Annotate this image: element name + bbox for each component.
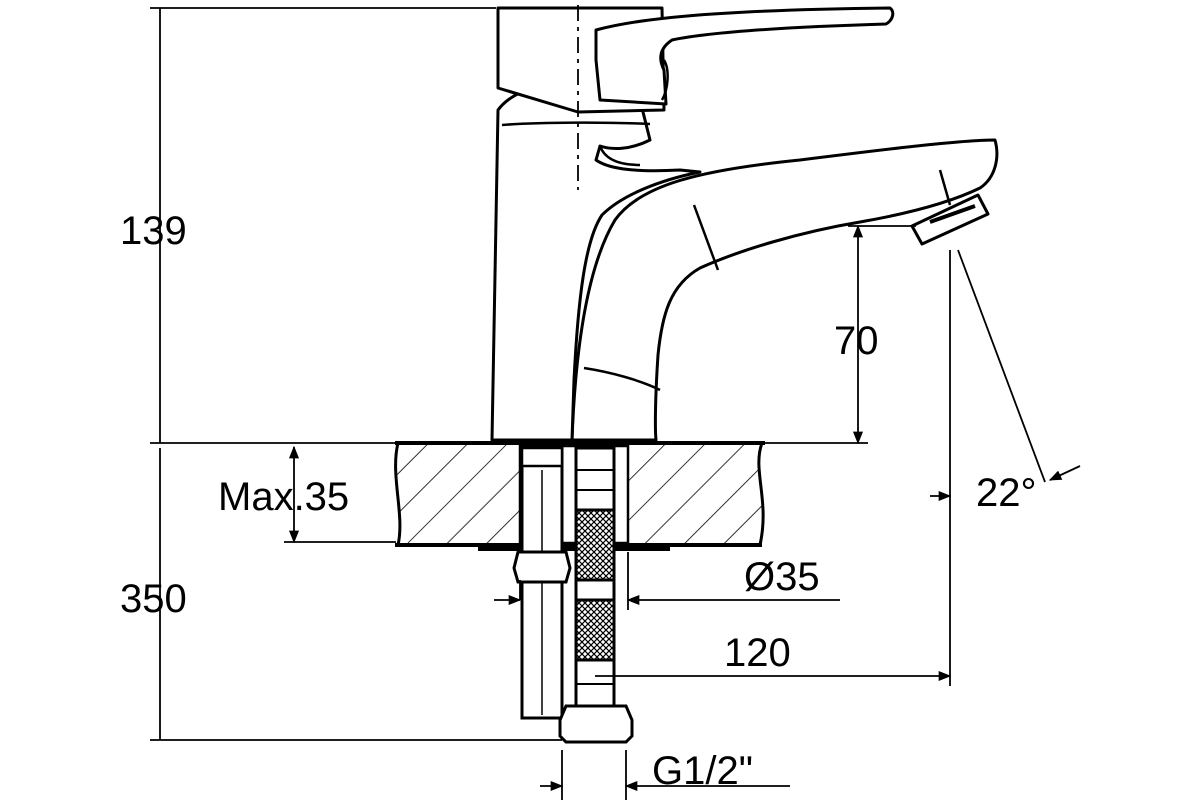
label-connection: G1/2" [652,749,753,793]
handle-lever [594,6,895,106]
label-hose-length: 350 [120,577,187,621]
faucet-body [490,6,999,442]
label-hole-diameter: Ø35 [744,555,820,599]
label-spout-reach: 120 [724,631,791,675]
label-total-height: 139 [120,209,187,253]
fixing-stud [512,446,572,720]
dimension-lines [150,5,1081,800]
faucet-detail-lines [501,59,976,392]
label-spout-clearance: 70 [834,319,879,363]
flexible-hose [558,446,634,744]
spout [570,138,999,442]
fixing-nut [512,550,572,584]
hose-connection-nut [558,704,634,744]
label-max-thickness: Max.35 [218,475,349,519]
label-spout-angle: 22° [976,471,1037,515]
